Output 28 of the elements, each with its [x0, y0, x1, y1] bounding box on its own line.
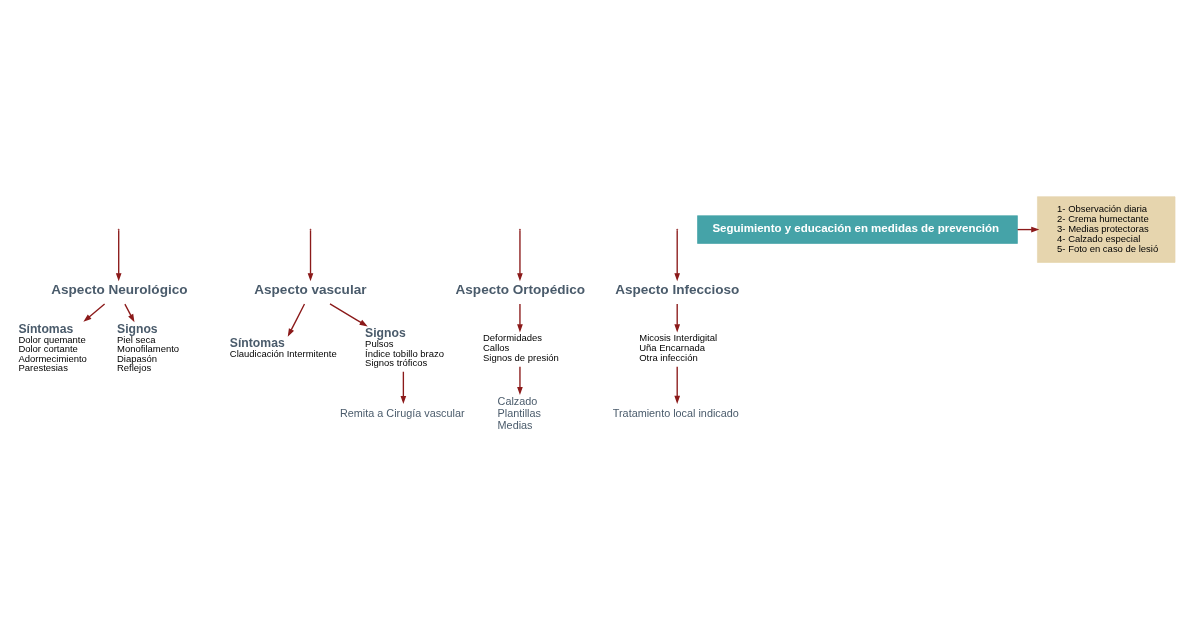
- node-text: Aspecto vascular: [254, 282, 367, 298]
- node-text: Aspecto Neurológico: [51, 282, 188, 298]
- arrow: [329, 303, 368, 327]
- node-text: Aspecto Ortopédico: [455, 282, 586, 298]
- node-text: Micosis Interdigital Uña Encarnada Otra infección: [639, 331, 718, 364]
- arrow: [83, 303, 106, 322]
- node-text: Deformidades Callos Signos de presión: [483, 331, 559, 364]
- node-text: Síntomas Dolor quemante Dolor cortante Adormecimiento Parestesias: [18, 321, 87, 374]
- node-text: Síntomas Claudicación Intermitente: [229, 335, 337, 359]
- node-text: Remita a Cirugía vascular: [340, 406, 465, 419]
- arrow: [287, 303, 306, 337]
- node-text: Tratamiento local indicado: [612, 406, 739, 419]
- node-text: Signos Piel seca Monofilamento Diapasón Reflejos: [117, 321, 180, 374]
- node-text: Calzado Plantillas Medias: [497, 394, 541, 432]
- node-box: 1- Observación diaria 2- Crema humectante 3- Medias protectoras 4- Calzado especial 5- Foto en caso de lesió: [1037, 196, 1176, 263]
- arrow: [400, 371, 407, 405]
- arrow: [517, 366, 523, 396]
- node-box: Seguimiento y educación en medidas de prevención: [697, 215, 1018, 244]
- node-text: Signos Pulsos Índice tobillo brazo Signos tróficos: [365, 326, 445, 369]
- node-text: Aspecto Infeccioso: [615, 282, 740, 298]
- arrow: [674, 366, 681, 404]
- arrow: [115, 229, 122, 282]
- arrow: [674, 303, 681, 333]
- arrow: [517, 229, 523, 282]
- arrow: [517, 303, 523, 333]
- arrow: [124, 303, 135, 323]
- arrow: [307, 229, 314, 282]
- arrow: [674, 229, 681, 282]
